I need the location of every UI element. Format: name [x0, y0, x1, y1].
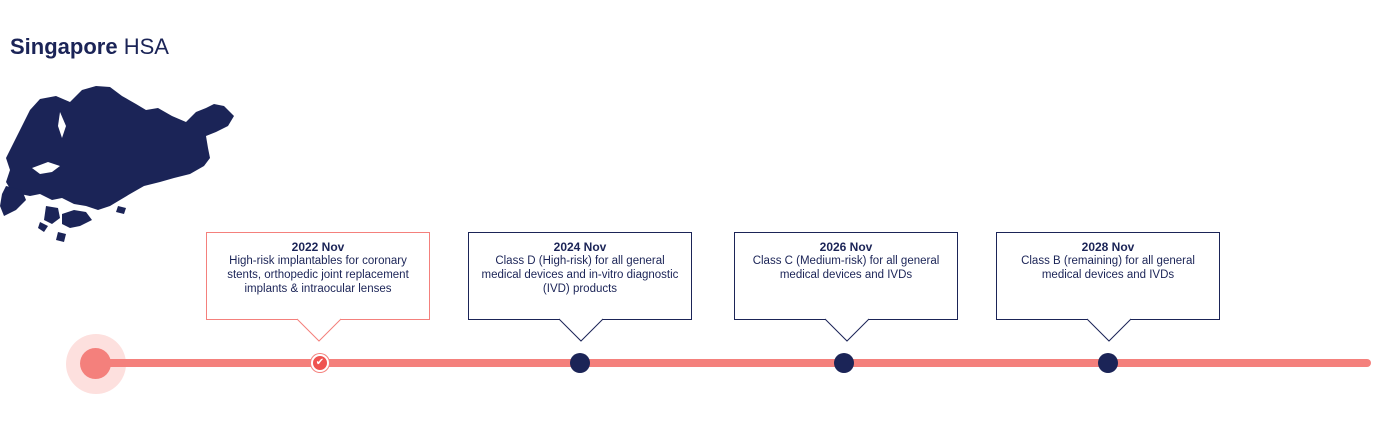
milestone-card-2022: 2022 Nov High-risk implantables for coro…	[206, 232, 430, 320]
milestone-date: 2024 Nov	[553, 240, 607, 254]
milestone-card-2024: 2024 Nov Class D (High-risk) for all gen…	[468, 232, 692, 320]
milestone-date: 2026 Nov	[819, 240, 873, 254]
milestone-card-2028: 2028 Nov Class B (remaining) for all gen…	[996, 232, 1220, 320]
timeline-start-dot	[80, 348, 111, 379]
milestone-description: Class B (remaining) for all general medi…	[1021, 255, 1195, 281]
milestone-description: High-risk implantables for coronary sten…	[227, 255, 409, 295]
callout-pointer	[558, 318, 604, 342]
milestone-marker-2028	[1098, 353, 1118, 373]
timeline-track	[95, 359, 1371, 367]
page-title: Singapore HSA	[10, 33, 169, 61]
callout-pointer	[296, 318, 342, 342]
title-agency: HSA	[117, 34, 169, 59]
milestone-card-2026: 2026 Nov Class C (Medium-risk) for all g…	[734, 232, 958, 320]
callout-pointer	[1086, 318, 1132, 342]
milestone-date: 2022 Nov	[291, 240, 345, 254]
title-country: Singapore	[10, 34, 118, 59]
milestone-description: Class D (High-risk) for all general medi…	[481, 255, 679, 295]
singapore-map-icon	[0, 86, 234, 242]
callout-pointer	[824, 318, 870, 342]
milestone-marker-2026	[834, 353, 854, 373]
milestone-description: Class C (Medium-risk) for all general me…	[752, 255, 940, 281]
check-icon: ✔	[311, 354, 329, 372]
milestone-date: 2028 Nov	[1081, 240, 1135, 254]
milestone-marker-2024	[570, 353, 590, 373]
